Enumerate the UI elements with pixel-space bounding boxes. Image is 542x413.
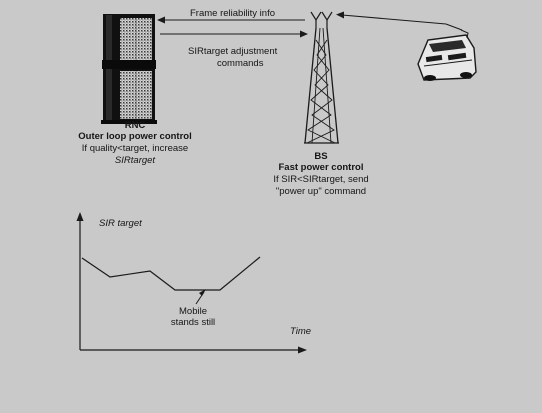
sir-adjustment-label-line2: commands [217, 58, 264, 69]
mobile-vehicle-icon [417, 29, 477, 81]
rnc-rule-line1: If quality<target, increase [81, 143, 189, 154]
base-station-tower-icon [304, 11, 339, 144]
sir-adjustment-label-line1: SIRtarget adjustment [188, 46, 278, 57]
graph-axes [76, 212, 307, 354]
bs-rule-line2: "power up" command [275, 186, 367, 197]
rnc-rack-icon [101, 14, 157, 124]
sir-adjustment-arrow [160, 30, 308, 38]
rnc-subtitle: Outer loop power control [78, 131, 192, 142]
frame-reliability-label: Frame reliability info [190, 8, 275, 19]
annotation-line1: Mobile [179, 306, 207, 317]
bs-title: BS [314, 151, 328, 162]
bs-subtitle: Fast power control [278, 162, 364, 173]
annotation-line2: stands still [170, 317, 216, 328]
rnc-rule-line2: SIRtarget [114, 155, 156, 166]
annotation-pointer [195, 289, 206, 305]
frame-reliability-arrow [157, 16, 305, 24]
graph-y-label: SIR target [99, 218, 142, 229]
rnc-title: RNC [124, 120, 146, 131]
graph-x-label: Time [290, 326, 312, 337]
mobile-to-bs-arrow [336, 11, 463, 31]
sir-target-curve [81, 256, 261, 291]
bs-rule-line1: If SIR<SIRtarget, send [273, 174, 369, 185]
